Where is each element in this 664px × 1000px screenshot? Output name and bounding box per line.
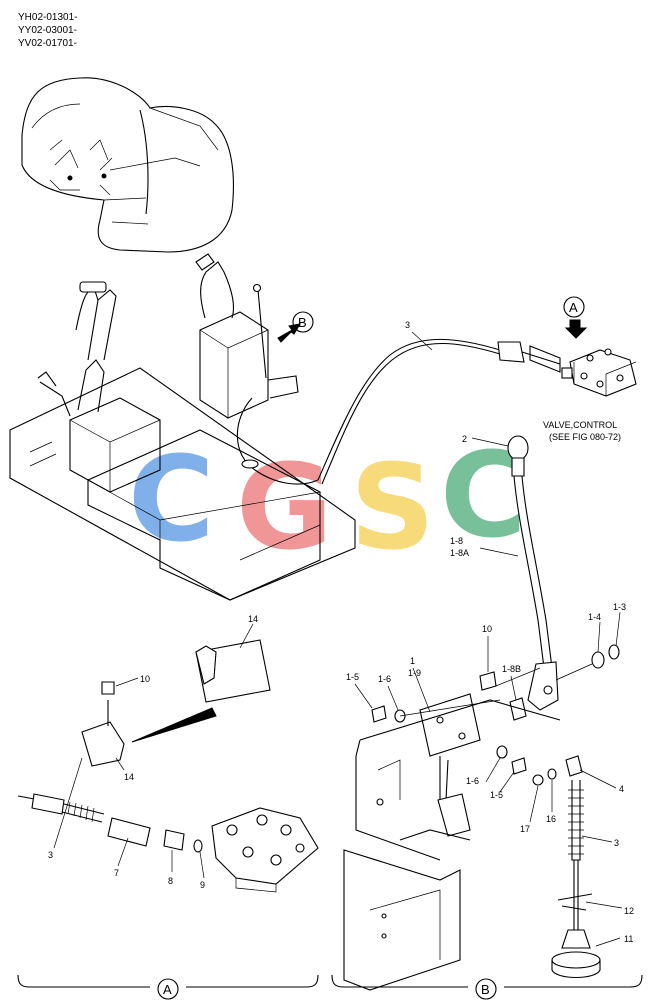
callout-7: 7 [114, 868, 119, 878]
callout-3-right: 3 [614, 838, 619, 848]
control-cable-top [317, 338, 561, 485]
section-b-bracket [331, 974, 643, 988]
view-a-detail [17, 639, 319, 893]
washer-16 [547, 768, 557, 780]
control-valve-top [561, 348, 637, 397]
cab-thumbnail [21, 77, 234, 253]
valve-note-line1: VALVE,CONTROL [543, 420, 617, 430]
callout-14-left: 14 [124, 772, 134, 782]
section-a-label: A [163, 982, 172, 997]
callout-labels: 3 2 1-8 1-8A 1-3 1-4 10 1-5 1-6 1 1-9 1-… [48, 320, 634, 944]
callout-1-4: 1-4 [588, 612, 601, 622]
view-a-arrow [564, 319, 588, 339]
view-b-label-top: B [298, 315, 307, 330]
model-code-2: YY02-03001- [18, 25, 77, 36]
model-code-1: YH02-01301- [18, 12, 78, 23]
watermark-s: S [350, 438, 435, 576]
view-a-pointer-wedge [131, 707, 217, 743]
callout-12: 12 [624, 906, 634, 916]
leader-lines [53, 331, 623, 947]
callout-1-6-bottom: 1-6 [466, 776, 479, 786]
valve-note-line2: (SEE FIG 080-72) [549, 432, 621, 442]
callout-11: 11 [624, 934, 633, 944]
callout-3-top: 3 [405, 320, 410, 330]
view-a-circle-top [563, 296, 585, 318]
section-b-label: B [481, 982, 490, 997]
callout-1-8a: 1-8A [450, 548, 469, 558]
callout-1-3: 1-3 [613, 602, 626, 612]
view-a-label-top: A [569, 300, 578, 315]
callout-1-5-top: 1-5 [346, 672, 359, 682]
callout-1-6-top: 1-6 [378, 674, 391, 684]
callout-10-left: 10 [140, 674, 150, 684]
callout-1-8: 1-8 [450, 536, 463, 546]
section-b-circle [475, 978, 497, 1000]
callout-3-left: 3 [48, 850, 53, 860]
section-a-circle [157, 978, 179, 1000]
bracket-plate [419, 693, 481, 757]
watermark-c1: C [128, 430, 215, 568]
washer-9 [193, 839, 203, 853]
callout-4: 4 [619, 784, 624, 794]
callout-16: 16 [546, 814, 556, 824]
pin-17 [532, 774, 544, 786]
lever-knob [507, 435, 529, 461]
callout-2: 2 [462, 434, 467, 444]
bushing-1-8b [509, 697, 527, 721]
view-b-arrow [277, 323, 301, 343]
control-stand [9, 253, 356, 601]
clip-12 [557, 893, 593, 911]
section-brackets: A B [17, 974, 643, 1000]
bolt-10 [101, 681, 115, 695]
control-valve-detail [211, 807, 319, 885]
fitting-8 [163, 829, 185, 851]
bracket-14-left [81, 721, 125, 767]
boot-11 [551, 951, 601, 969]
sleeve-7 [107, 817, 151, 847]
washer-1-4 [591, 651, 605, 669]
callout-9: 9 [200, 880, 205, 890]
callout-1-8b: 1-8B [502, 664, 521, 674]
watermark: C G S C [128, 426, 527, 576]
section-a-bracket [17, 974, 319, 988]
callout-8: 8 [168, 876, 173, 886]
model-code-3: YV02-01701- [18, 38, 77, 49]
washer-1-3 [608, 644, 620, 660]
callout-10-right: 10 [482, 624, 492, 634]
callout-17: 17 [520, 824, 530, 834]
callout-14-top: 14 [248, 614, 258, 624]
callout-1-5-bottom: 1-5 [490, 790, 503, 800]
callout-1: 1 [410, 656, 415, 666]
callout-1-9: 1-9 [408, 668, 421, 678]
clip-4 [565, 755, 583, 777]
view-pointers: B A [277, 296, 588, 343]
